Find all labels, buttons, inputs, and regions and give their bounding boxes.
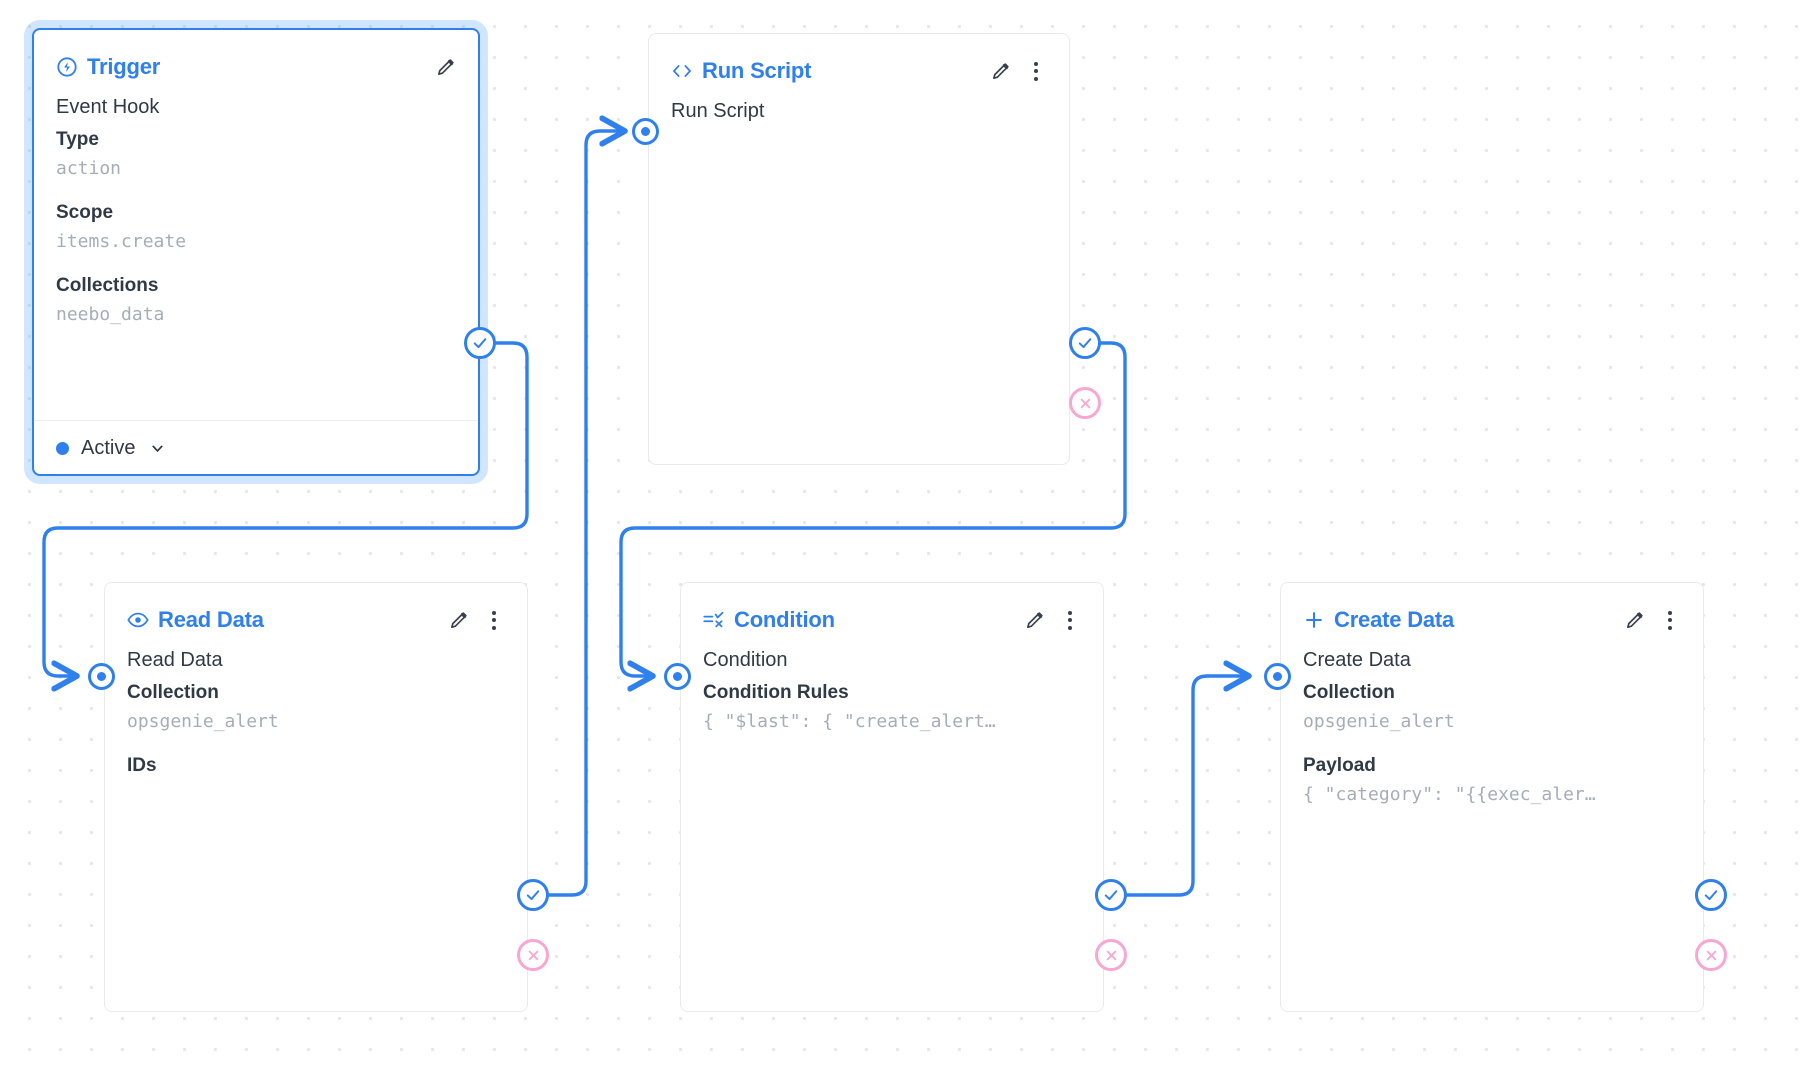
- node-create-data-title: Create Data: [1334, 607, 1455, 632]
- status-dot-icon: [56, 442, 69, 455]
- node-create-data-body: Create Data Collection opsgenie_alert Pa…: [1281, 635, 1703, 809]
- node-trigger-body: Event Hook Type action Scope items.creat…: [34, 82, 478, 329]
- port-read-data-success[interactable]: [517, 879, 549, 911]
- field-value-type: action: [56, 158, 122, 179]
- more-options-icon[interactable]: [1025, 60, 1047, 82]
- node-read-data-body: Read Data Collection opsgenie_alert IDs: [105, 635, 527, 781]
- port-condition-error[interactable]: [1095, 939, 1127, 971]
- node-trigger-title: Trigger: [87, 54, 161, 79]
- node-trigger[interactable]: Trigger Event Hook Type action Scope ite…: [32, 28, 480, 476]
- field-value-collection: opsgenie_alert: [1303, 711, 1455, 732]
- node-condition-title: Condition: [734, 607, 835, 632]
- node-create-data-actions: [1623, 609, 1681, 631]
- field-label-collection: Collection: [127, 682, 219, 703]
- port-run-script-error[interactable]: [1069, 387, 1101, 419]
- field-value-condition-rules: { "$last": { "create_alert…: [703, 711, 996, 732]
- edit-pencil-icon[interactable]: [1623, 609, 1645, 631]
- port-create-data-success[interactable]: [1695, 879, 1727, 911]
- more-options-icon[interactable]: [1659, 609, 1681, 631]
- wire-run-script-to-condition: [619, 341, 1127, 676]
- field-label-condition-rules: Condition Rules: [703, 682, 849, 703]
- node-trigger-actions: [434, 56, 456, 78]
- port-condition-success[interactable]: [1095, 879, 1127, 911]
- eye-icon: [127, 609, 149, 631]
- chevron-down-icon[interactable]: [149, 440, 166, 457]
- node-read-data[interactable]: Read Data Read Data Collection opsgenie_…: [104, 582, 528, 1012]
- node-trigger-primary: Event Hook: [56, 96, 160, 118]
- wire-read-data-to-run-script: [547, 131, 625, 897]
- trigger-status-selector[interactable]: Active: [34, 420, 478, 474]
- node-read-data-title-group: Read Data: [127, 607, 264, 633]
- field-value-scope: items.create: [56, 231, 187, 252]
- node-trigger-header: Trigger: [34, 30, 478, 82]
- edit-pencil-icon[interactable]: [989, 60, 1011, 82]
- field-value-collections: neebo_data: [56, 304, 165, 325]
- port-create-data-error[interactable]: [1695, 939, 1727, 971]
- port-run-script-success[interactable]: [1069, 327, 1101, 359]
- node-create-data-title-group: Create Data: [1303, 607, 1454, 633]
- node-condition-primary: Condition: [703, 649, 788, 671]
- field-label-collections: Collections: [56, 275, 159, 296]
- node-read-data-actions: [447, 609, 505, 631]
- condition-filter-icon: [703, 609, 725, 631]
- port-read-data-input[interactable]: [88, 663, 115, 690]
- edit-pencil-icon[interactable]: [447, 609, 469, 631]
- edit-pencil-icon[interactable]: [434, 56, 456, 78]
- node-create-data[interactable]: Create Data Create Data Collection opsge…: [1280, 582, 1704, 1012]
- node-run-script-body: Run Script: [649, 86, 1069, 126]
- edit-pencil-icon[interactable]: [1023, 609, 1045, 631]
- plus-icon: [1303, 609, 1325, 631]
- node-run-script-actions: [989, 60, 1047, 82]
- node-run-script-primary: Run Script: [671, 100, 765, 122]
- node-create-data-header: Create Data: [1281, 583, 1703, 635]
- node-condition-body: Condition Condition Rules { "$last": { "…: [681, 635, 1103, 736]
- node-condition-actions: [1023, 609, 1081, 631]
- wire-trigger-to-read-data: [42, 341, 529, 676]
- port-trigger-success[interactable]: [464, 327, 496, 359]
- node-condition-title-group: Condition: [703, 607, 835, 633]
- node-condition[interactable]: Condition Condition Condition Rules { "$…: [680, 582, 1104, 1012]
- node-read-data-primary: Read Data: [127, 649, 223, 671]
- node-read-data-header: Read Data: [105, 583, 527, 635]
- code-brackets-icon: [671, 60, 693, 82]
- node-run-script-title-group: Run Script: [671, 58, 811, 84]
- field-value-collection: opsgenie_alert: [127, 711, 279, 732]
- wire-condition-to-create-data: [1125, 676, 1249, 897]
- node-read-data-title: Read Data: [158, 607, 264, 632]
- field-label-collection: Collection: [1303, 682, 1395, 703]
- port-condition-input[interactable]: [664, 663, 691, 690]
- field-label-scope: Scope: [56, 202, 114, 223]
- field-value-payload: { "category": "{{exec_aler…: [1303, 784, 1596, 805]
- more-options-icon[interactable]: [1059, 609, 1081, 631]
- node-create-data-primary: Create Data: [1303, 649, 1411, 671]
- status-label: Active: [81, 437, 136, 459]
- port-create-data-input[interactable]: [1264, 663, 1291, 690]
- field-label-ids: IDs: [127, 755, 157, 776]
- node-run-script-header: Run Script: [649, 34, 1069, 86]
- node-run-script[interactable]: Run Script Run Script: [648, 33, 1070, 465]
- port-read-data-error[interactable]: [517, 939, 549, 971]
- node-run-script-title: Run Script: [702, 58, 812, 83]
- field-label-payload: Payload: [1303, 755, 1376, 776]
- node-condition-header: Condition: [681, 583, 1103, 635]
- node-trigger-title-group: Trigger: [56, 54, 160, 80]
- port-run-script-input[interactable]: [632, 118, 659, 145]
- trigger-bolt-icon: [56, 56, 78, 78]
- field-label-type: Type: [56, 129, 99, 150]
- more-options-icon[interactable]: [483, 609, 505, 631]
